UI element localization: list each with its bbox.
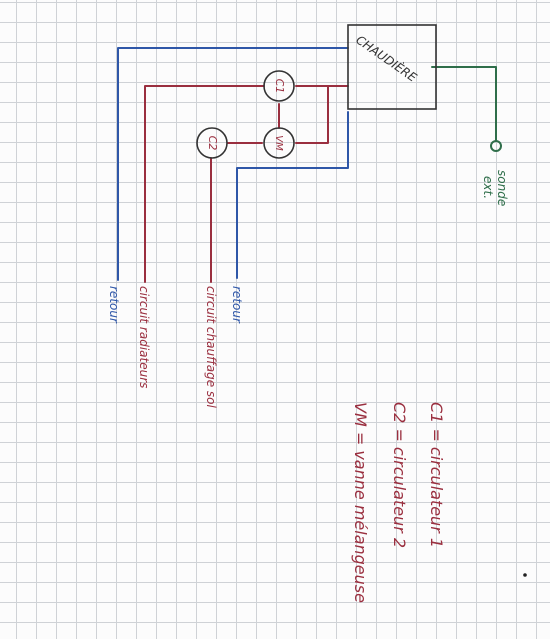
legend-c1: C1 = circulateur 1 [427,402,446,548]
floor-circuit-label: circuit chauffage sol [204,286,218,409]
sensor-label-line1: sonde [495,170,509,206]
floor-return-label: retour [230,286,244,324]
boiler-label: CHAUDIÈRE [353,32,420,85]
radiator-circuit-pipe [144,85,349,283]
legend-vm: VM = vanne mélangeuse [351,402,370,603]
pump-c1-icon [263,70,295,102]
pump-c2-icon [196,127,228,159]
pump-c2-label: C2 [206,136,219,151]
legend-c2: C2 = circulateur 2 [390,402,409,548]
sensor-wire [431,66,497,141]
left-return-pipe [117,47,349,281]
boiler-box [347,24,437,110]
mixing-valve-icon [263,127,295,159]
pump-c1-label: C1 [273,79,286,94]
floor-circuit-link [227,85,329,144]
ink-dot [523,573,527,577]
mixing-valve-label: VM [273,135,284,151]
floor-return-pipe [236,111,349,279]
sensor-label-line2: ext. [481,176,495,199]
sensor-icon [490,140,502,152]
radiator-circuit-label: circuit radiateurs [137,286,151,388]
left-return-label: retour [107,286,121,324]
